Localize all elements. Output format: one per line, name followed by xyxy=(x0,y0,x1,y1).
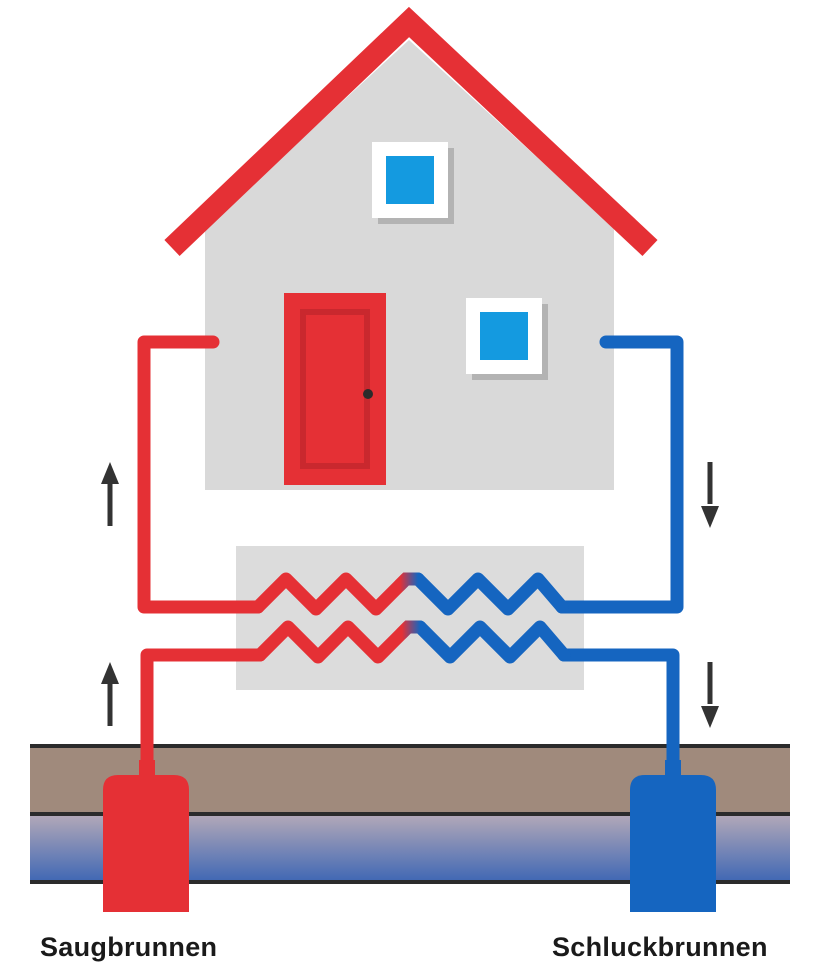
heat-exchanger-box xyxy=(236,546,584,690)
cold-return-pipe xyxy=(555,335,684,614)
coil-transition xyxy=(393,572,427,640)
cold-well-pipe xyxy=(557,648,680,780)
warm-coil-lower xyxy=(253,620,415,664)
injection-well xyxy=(630,760,716,912)
arrow-down-icon xyxy=(701,462,719,528)
cold-circuit xyxy=(411,335,684,780)
suction-well-label: Saugbrunnen xyxy=(40,932,218,962)
house-wall xyxy=(205,40,614,490)
roof xyxy=(164,6,658,257)
cold-coil-lower xyxy=(413,620,571,664)
door xyxy=(284,293,386,485)
warm-coil-upper xyxy=(251,572,413,616)
door-knob xyxy=(363,389,373,399)
cold-coil-upper xyxy=(411,572,569,616)
injection-well-label: Schluckbrunnen xyxy=(552,932,768,962)
warm-circuit xyxy=(137,335,415,780)
house xyxy=(164,6,658,490)
arrow-up-icon xyxy=(101,662,119,726)
warm-well-pipe xyxy=(140,648,267,780)
suction-well xyxy=(103,760,189,912)
arrow-down-icon xyxy=(701,662,719,728)
arrow-up-icon xyxy=(101,462,119,526)
side-window xyxy=(466,298,548,380)
warm-supply-pipe xyxy=(137,335,265,614)
attic-window xyxy=(372,142,454,224)
